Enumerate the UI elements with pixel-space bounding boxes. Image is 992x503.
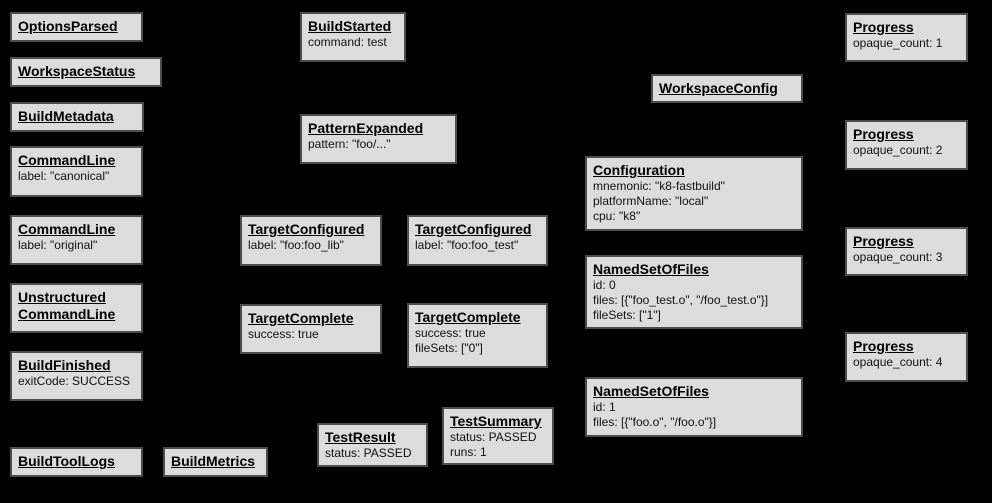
event-box-options-parsed: OptionsParsed: [10, 12, 143, 42]
event-box-progress-1: Progress opaque_count: 1: [845, 13, 968, 62]
event-title: BuildMetadata: [18, 108, 114, 124]
event-field: fileSets: ["1"]: [593, 308, 661, 322]
event-title: BuildStarted: [308, 18, 392, 34]
event-box-named-set-of-files-1: NamedSetOfFiles id: 1 files: [{"foo.o", …: [585, 377, 803, 437]
event-field: command: test: [308, 35, 387, 49]
event-title: BuildToolLogs: [18, 453, 115, 469]
event-field: label: "canonical": [18, 169, 110, 183]
event-box-target-complete-foo-test: TargetComplete success: true fileSets: […: [407, 303, 548, 368]
event-box-target-configured-foo-lib: TargetConfigured label: "foo:foo_lib": [240, 215, 382, 266]
event-title: TargetComplete: [248, 310, 354, 326]
event-field: status: PASSED: [450, 430, 537, 444]
event-box-target-complete-foo-lib: TargetComplete success: true: [240, 304, 382, 354]
event-field: opaque_count: 4: [853, 355, 943, 369]
event-box-workspace-config: WorkspaceConfig: [651, 74, 803, 103]
event-field: id: 1: [593, 400, 616, 414]
event-title: NamedSetOfFiles: [593, 261, 709, 277]
event-field: opaque_count: 3: [853, 250, 943, 264]
event-box-progress-2: Progress opaque_count: 2: [845, 120, 968, 170]
event-field: pattern: "foo/...": [308, 137, 391, 151]
event-title: Progress: [853, 338, 914, 354]
event-box-build-metrics: BuildMetrics: [163, 447, 268, 477]
event-box-build-started: BuildStarted command: test: [300, 12, 406, 62]
event-field: opaque_count: 1: [853, 36, 943, 50]
event-field: files: [{"foo.o", "/foo.o"}]: [593, 415, 717, 429]
event-box-build-finished: BuildFinished exitCode: SUCCESS: [10, 351, 143, 401]
event-box-unstructured-command-line: Unstructured CommandLine: [10, 283, 143, 333]
event-title: Unstructured CommandLine: [18, 289, 116, 322]
event-field: label: "foo:foo_lib": [248, 238, 344, 252]
event-title: CommandLine: [18, 221, 116, 237]
event-field: platformName: "local": [593, 194, 709, 208]
event-title: Progress: [853, 126, 914, 142]
event-box-workspace-status: WorkspaceStatus: [10, 57, 162, 87]
event-box-named-set-of-files-0: NamedSetOfFiles id: 0 files: [{"foo_test…: [585, 255, 803, 329]
event-title: TargetConfigured: [415, 221, 532, 237]
event-title: TestResult: [325, 429, 396, 445]
event-title: NamedSetOfFiles: [593, 383, 709, 399]
event-title: TargetConfigured: [248, 221, 365, 237]
event-title: WorkspaceConfig: [659, 80, 778, 96]
event-title: WorkspaceStatus: [18, 63, 136, 79]
event-field: cpu: "k8": [593, 209, 641, 223]
event-box-command-line-canonical: CommandLine label: "canonical": [10, 146, 143, 197]
event-title: CommandLine: [18, 152, 116, 168]
event-field: files: [{"foo_test.o", "/foo_test.o"}]: [593, 293, 769, 307]
event-title: PatternExpanded: [308, 120, 424, 136]
event-title: OptionsParsed: [18, 18, 118, 34]
event-box-build-metadata: BuildMetadata: [10, 102, 144, 132]
event-title: TargetComplete: [415, 309, 521, 325]
event-title: Configuration: [593, 162, 685, 178]
event-box-target-configured-foo-test: TargetConfigured label: "foo:foo_test": [407, 215, 548, 266]
event-box-progress-4: Progress opaque_count: 4: [845, 332, 968, 382]
event-field: success: true: [248, 327, 319, 341]
event-field: success: true: [415, 326, 486, 340]
event-box-test-summary: TestSummary status: PASSED runs: 1: [442, 407, 554, 465]
event-field: runs: 1: [450, 445, 487, 459]
event-box-test-result: TestResult status: PASSED: [317, 423, 428, 467]
event-field: opaque_count: 2: [853, 143, 943, 157]
event-title: TestSummary: [450, 413, 542, 429]
event-box-build-tool-logs: BuildToolLogs: [10, 447, 143, 477]
event-title: BuildMetrics: [171, 453, 256, 469]
event-box-pattern-expanded: PatternExpanded pattern: "foo/...": [300, 114, 457, 164]
event-field: label: "foo:foo_test": [415, 238, 519, 252]
event-field: label: "original": [18, 238, 98, 252]
event-title: Progress: [853, 233, 914, 249]
event-title: Progress: [853, 19, 914, 35]
event-field: fileSets: ["0"]: [415, 341, 483, 355]
event-field: mnemonic: "k8-fastbuild": [593, 179, 725, 193]
event-title: BuildFinished: [18, 357, 111, 373]
event-field: status: PASSED: [325, 446, 412, 460]
event-box-progress-3: Progress opaque_count: 3: [845, 227, 968, 276]
event-box-command-line-original: CommandLine label: "original": [10, 215, 143, 265]
event-box-configuration: Configuration mnemonic: "k8-fastbuild" p…: [585, 156, 803, 231]
event-field: exitCode: SUCCESS: [18, 374, 131, 388]
event-field: id: 0: [593, 278, 616, 292]
